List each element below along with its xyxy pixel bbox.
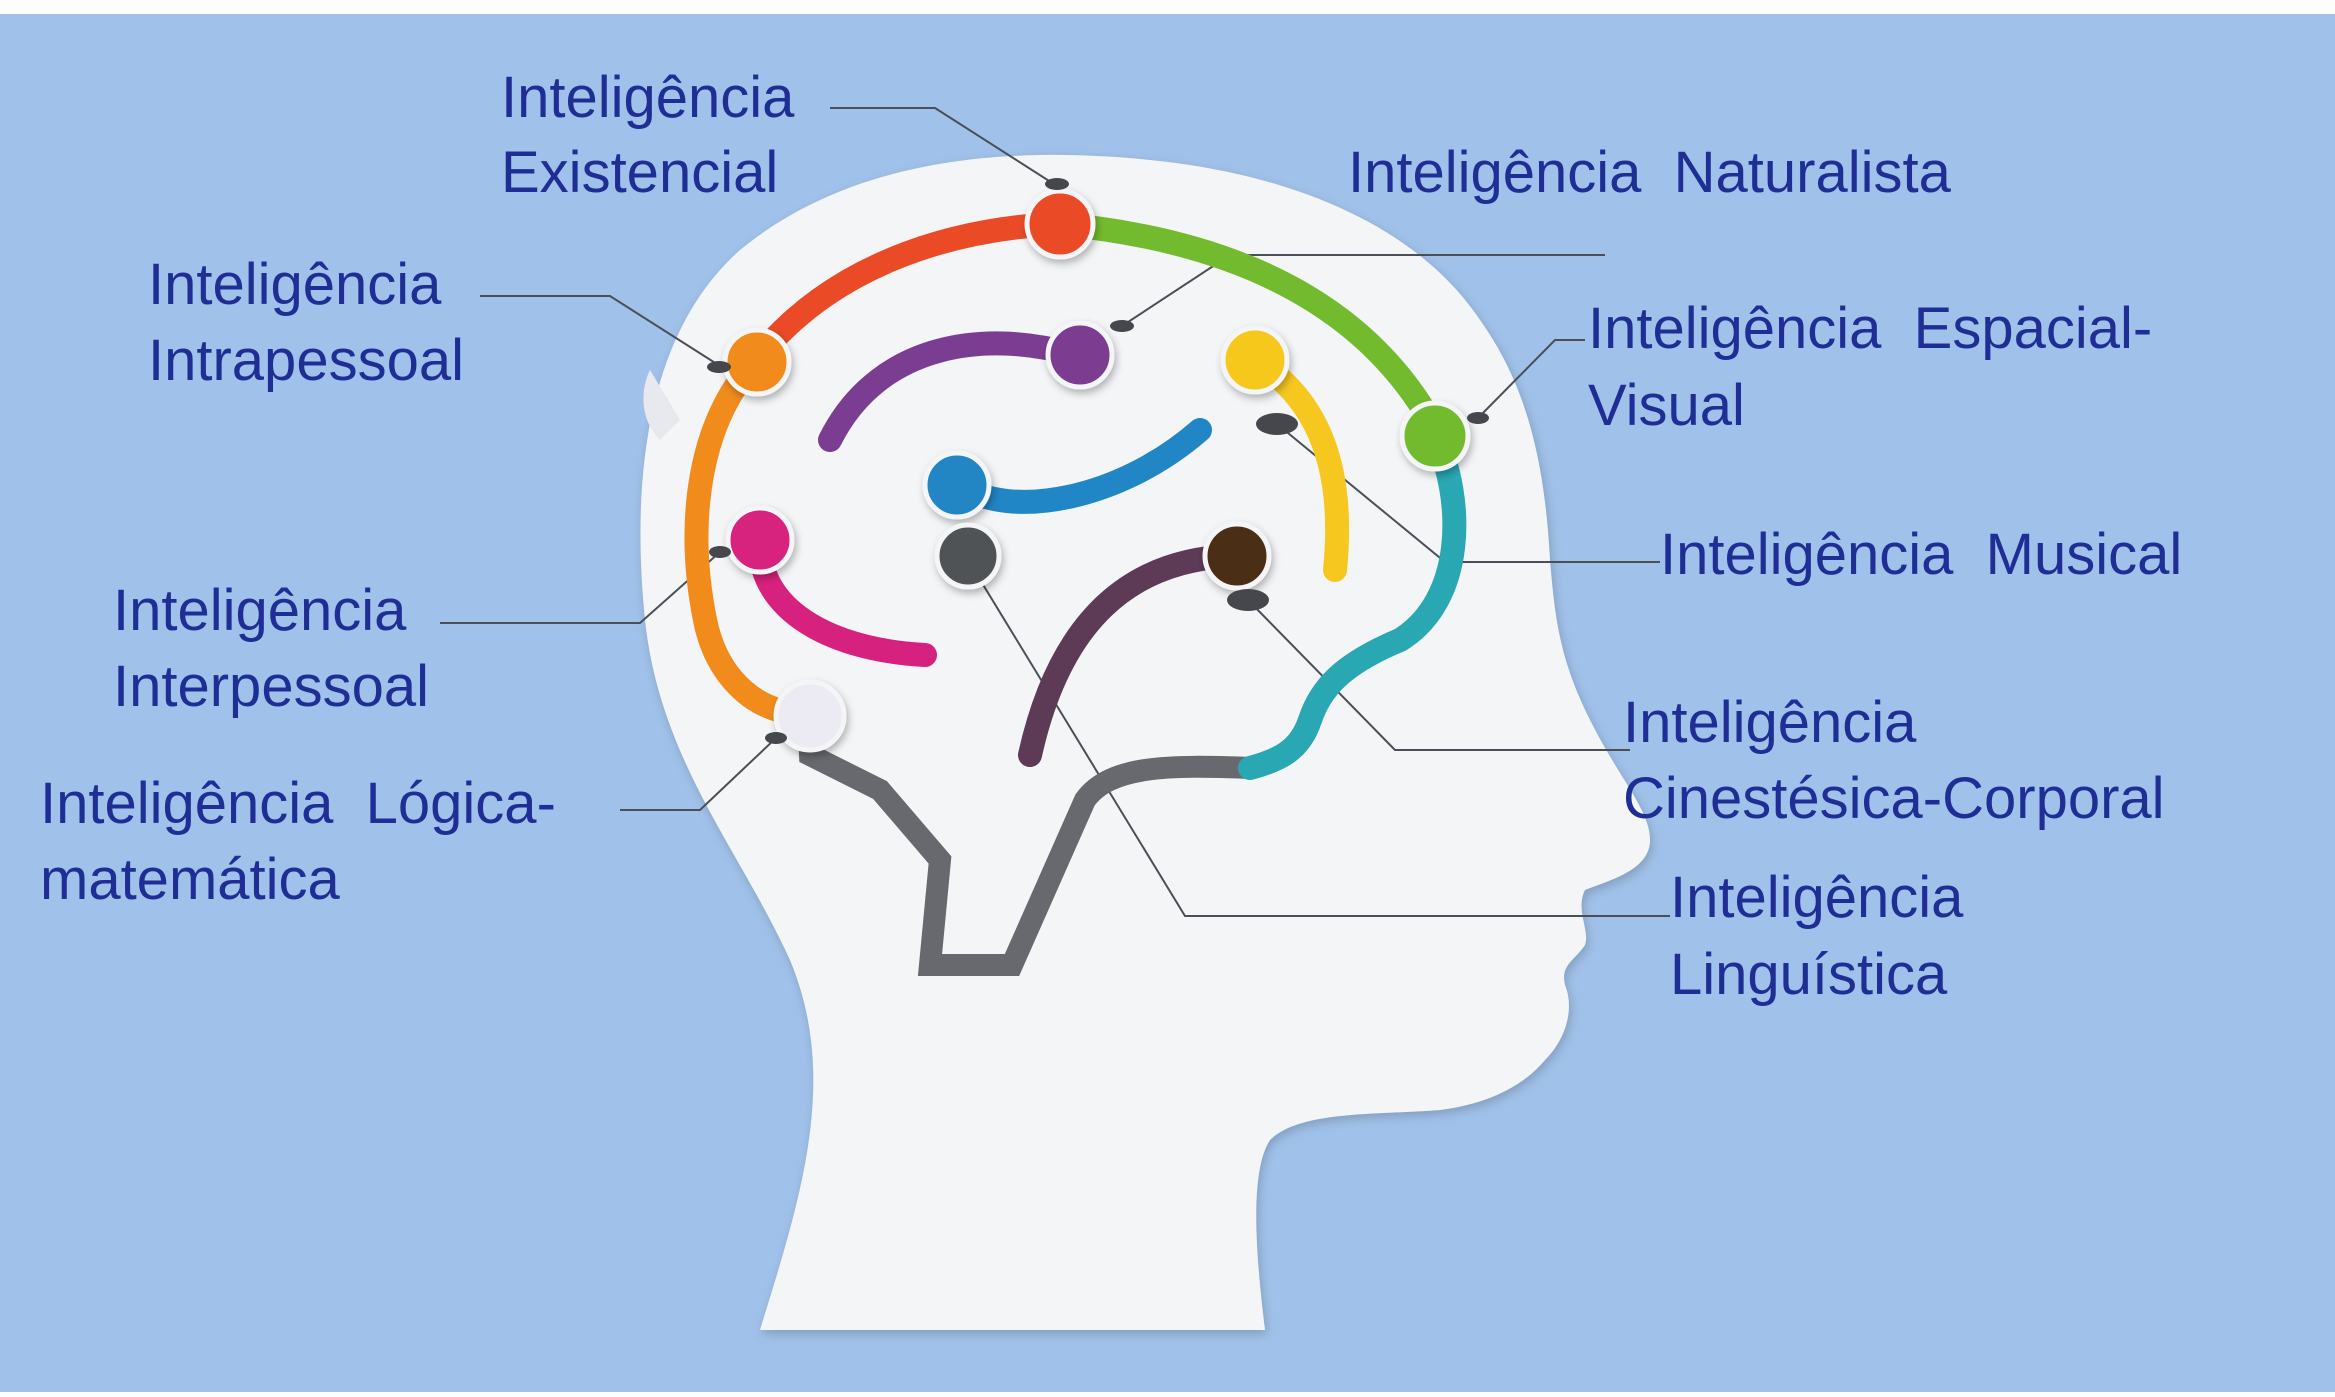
anchor-dot [707, 361, 731, 373]
node-espacial [1399, 400, 1471, 472]
node-cinestesica [1202, 521, 1272, 591]
node-linguistica [934, 522, 1002, 590]
anchor-dot [709, 546, 731, 558]
leader-intrapessoal [480, 295, 721, 367]
label-espacial-line2: Visual [1588, 373, 1745, 438]
stroke-gray-base [797, 715, 1251, 976]
label-existencial-line2: Existencial [501, 140, 778, 205]
node-logica [773, 679, 847, 753]
node-intrapessoal [722, 327, 792, 397]
anchor-dot [1467, 412, 1489, 424]
top-white-strip [0, 0, 2335, 14]
leader-cinestesica [1247, 599, 1630, 751]
node-musical [1220, 325, 1290, 395]
label-musical: Inteligência Musical [1660, 522, 2182, 587]
node-existencial [1024, 188, 1096, 260]
anchor-dots [707, 178, 1489, 744]
stroke-purple [818, 331, 1087, 452]
stroke-green [1048, 212, 1442, 432]
leader-existencial [830, 107, 1058, 187]
anchor-dot [765, 732, 787, 744]
label-espacial-line1: Inteligência Espacial- [1588, 296, 2152, 361]
leader-espacial [1477, 339, 1585, 419]
label-logica-line2: matemática [40, 847, 341, 912]
label-linguistica-line2: Linguística [1670, 942, 1948, 1007]
stroke-red [748, 212, 1067, 367]
label-cinestesica-line2: Cinestésica-Corporal [1623, 766, 2165, 831]
anchor-dot [1256, 413, 1298, 435]
anchor-dot [1227, 589, 1269, 611]
node-blue [922, 450, 992, 520]
label-interpessoal-line2: Interpessoal [113, 654, 429, 719]
leader-linguistica [967, 559, 1670, 917]
leader-logica [620, 737, 777, 811]
label-logica-line1: Inteligência Lógica- [40, 771, 556, 836]
label-naturalista: Inteligência Naturalista [1348, 140, 1952, 205]
anchor-dot [1045, 178, 1069, 190]
label-interpessoal-line1: Inteligência [113, 578, 407, 643]
nodes [722, 188, 1471, 753]
labels: Inteligência Existencial Inteligência Na… [40, 65, 2182, 1007]
stroke-orange [684, 350, 790, 722]
ear-shadow [643, 370, 680, 440]
label-existencial-line1: Inteligência [501, 65, 795, 130]
stroke-teal [1238, 424, 1467, 780]
label-intrapessoal-line1: Inteligência [148, 252, 442, 317]
node-naturalista [1045, 320, 1115, 390]
label-linguistica-line1: Inteligência [1670, 865, 1964, 930]
anchor-dot [1110, 320, 1134, 332]
stroke-darkpurple [1018, 544, 1244, 767]
head-silhouette [640, 154, 1650, 1330]
label-cinestesica-line1: Inteligência [1623, 690, 1917, 755]
label-intrapessoal-line2: Intrapessoal [148, 328, 464, 393]
node-interpessoal [725, 505, 795, 575]
